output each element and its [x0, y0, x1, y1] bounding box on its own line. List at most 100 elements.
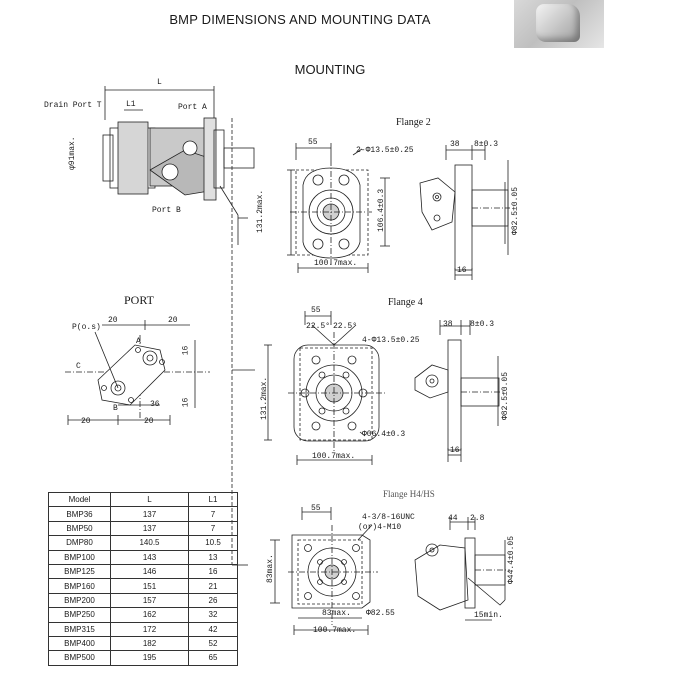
cell-model: BMP315 [48, 621, 111, 637]
flange2-dim-38: 38 [450, 140, 460, 149]
flange-sq-dim-1007: 100.7max. [313, 626, 357, 635]
flange4-dim-1312: 131.2max. [260, 376, 269, 420]
col-header-L: L [110, 491, 189, 508]
cell-L: 162 [110, 607, 189, 623]
cell-model: BMP250 [48, 607, 111, 623]
port-dim-36: 36 [150, 400, 160, 409]
port-letter-b: B [113, 404, 118, 413]
cell-L: 143 [110, 549, 189, 565]
flange-sq-side-drawing [414, 517, 510, 621]
port-dim-20a: 20 [108, 316, 118, 325]
cell-L1: 21 [188, 578, 238, 594]
port-b-label: Port B [152, 206, 181, 215]
flange2-front-drawing [287, 143, 390, 273]
flange-sq-dim-55: 55 [311, 504, 321, 513]
cell-L1: 42 [188, 621, 238, 637]
cell-L: 195 [110, 650, 189, 666]
cell-L: 137 [110, 506, 189, 522]
flange2-dim-1007: 100.7max. [314, 259, 358, 268]
flange4-bolt: Φ06.4±0.3 [362, 430, 406, 439]
port-dim-20b: 20 [168, 316, 178, 325]
flange4-holes: 4-Φ13.5±0.25 [362, 336, 420, 345]
flange-sq-dim-83h: 83max. [266, 554, 275, 583]
flange-sq-dim-8255: Φ82.55 [366, 609, 395, 618]
cell-L1: 52 [188, 635, 238, 652]
flange4-dim-55: 55 [311, 306, 321, 315]
flange-sq-front-drawing [270, 507, 378, 635]
cell-L1: 16 [188, 563, 238, 580]
cell-model: DMP80 [48, 535, 111, 551]
port-dim-20d: 20 [144, 417, 154, 426]
cell-L: 151 [110, 578, 189, 594]
col-header-L1: L1 [188, 491, 238, 508]
flange-sq-dim-28: 2.8 [470, 514, 485, 523]
flange-sq-shaft: Φ44.4±0.05 [507, 535, 516, 584]
section-title-mounting: MOUNTING [294, 62, 366, 77]
flange4-dim-8: 8±0.3 [470, 320, 495, 329]
flange4-angle-2: 22.5° [333, 322, 358, 331]
flange-sq-dim-44: 44 [448, 514, 458, 523]
col-header-model: Model [48, 491, 111, 508]
flange2-dim-16: 16 [457, 266, 467, 275]
port-view-drawing [65, 320, 210, 425]
dim-L1-label: L1 [126, 100, 136, 109]
flange-sq-dim-15: 15min. [474, 611, 503, 620]
flange4-dim-38: 38 [443, 320, 453, 329]
flange-sq-title: Flange H4/HS [383, 489, 435, 499]
cell-L: 182 [110, 635, 189, 652]
cell-model: BMP500 [48, 650, 111, 666]
dia-91-label: φ91max. [68, 136, 77, 170]
flange2-dim-1312: 131.2max. [256, 189, 265, 233]
cell-L1: 26 [188, 592, 238, 609]
cell-L1: 10.5 [188, 535, 238, 551]
drain-port-label: Drain Port T [44, 101, 102, 110]
cell-model: BMP36 [48, 506, 111, 522]
flange2-dim-106: 106.4±0.3 [377, 188, 386, 232]
cell-model: BMP100 [48, 549, 111, 565]
port-dim-16a: 16 [181, 345, 191, 356]
cell-model: BMP200 [48, 592, 111, 609]
flange2-shaft: Φ82.5±0.05 [511, 186, 520, 235]
cell-L: 140.5 [110, 535, 189, 551]
cell-L1: 32 [188, 607, 238, 623]
cell-model: BMP125 [48, 563, 111, 580]
flange4-shaft: Φ82.5±0.05 [501, 371, 510, 420]
port-letter-a: A [136, 337, 141, 346]
motor-photo-shape [536, 4, 580, 42]
flange4-front-drawing [264, 311, 386, 465]
page-title: BMP DIMENSIONS AND MOUNTING DATA [169, 12, 431, 27]
port-title: PORT [124, 293, 154, 307]
flange2-title: Flange 2 [396, 117, 431, 128]
flange4-dim-1007: 100.7max. [312, 452, 356, 461]
port-p-label: P(o.s) [72, 323, 101, 332]
flange4-title: Flange 4 [388, 297, 423, 308]
flange-sq-dim-83w: 83max. [322, 609, 351, 618]
cell-L1: 13 [188, 549, 238, 565]
cell-L: 157 [110, 592, 189, 609]
cell-model: BMP50 [48, 520, 111, 537]
port-letter-c: C [76, 362, 81, 371]
motor-photo [514, 0, 604, 48]
flange-sq-thread-2: (or)4-M10 [358, 523, 402, 532]
cell-L: 146 [110, 563, 189, 580]
cell-model: BMP400 [48, 635, 111, 652]
flange4-angle-1: 22.5° [306, 322, 331, 331]
flange2-side-drawing [419, 145, 510, 280]
port-dim-20c: 20 [81, 417, 91, 426]
flange2-dim-55: 55 [308, 138, 318, 147]
cell-L1: 7 [188, 520, 238, 537]
flange2-dim-8: 8±0.3 [474, 140, 499, 149]
cell-L: 172 [110, 621, 189, 637]
side-view-drawing [102, 86, 255, 566]
